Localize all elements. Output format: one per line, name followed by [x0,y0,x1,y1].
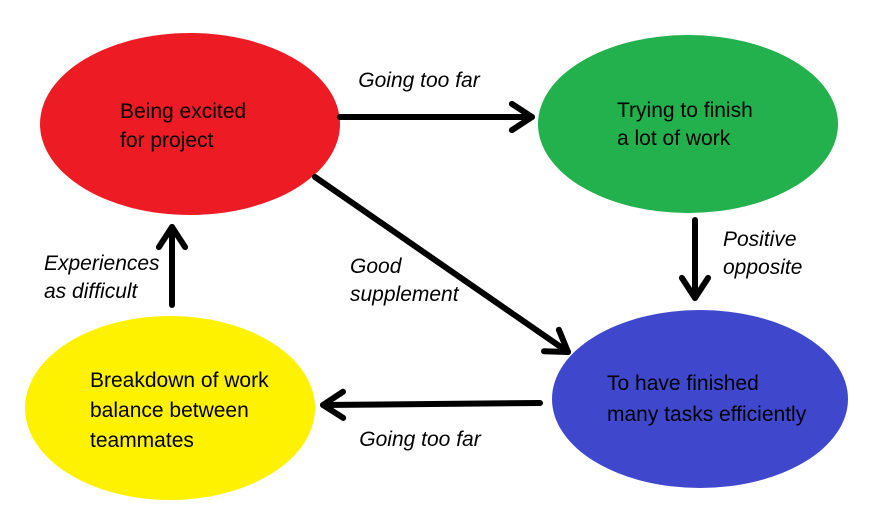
edge-trying-to-finished-arrowhead [678,274,712,301]
edge-trying-to-finished-label-line: Positive [723,228,797,251]
edge-finished-to-breakdown-shaft [320,400,543,408]
node-being-excited-text-line: Being excited [120,100,246,123]
edge-trying-to-finished-label-line: opposite [723,256,802,279]
node-being-excited-shape [40,33,340,215]
edge-excited-to-trying-label-line: Going too far [358,69,480,92]
node-finished-tasks-text-line: To have finished [607,372,759,395]
node-breakdown-of-work-text-line: balance between [90,399,249,422]
node-trying-to-finish-shape [538,35,838,213]
edge-excited-to-finished-shaft [312,174,571,355]
node-trying-to-finish-text-line: a lot of work [617,127,731,150]
node-trying-to-finish-text-line: Trying to finish [617,99,753,122]
edge-finished-to-breakdown-arrowhead [320,388,347,421]
edge-breakdown-to-excited-label-line: Experiences [44,252,160,275]
node-breakdown-of-work-shape [25,316,315,500]
node-breakdown-of-work-text-line: teammates [90,429,194,452]
edge-breakdown-to-excited-arrowhead [155,224,189,251]
node-finished-tasks-text-line: many tasks efficiently [607,403,807,426]
edge-excited-to-finished-arrowhead [541,326,571,355]
edge-excited-to-finished-label-line: Good [350,255,403,278]
node-being-excited-text-line: for project [120,129,214,152]
edge-excited-to-finished-label-line: supplement [350,283,460,306]
node-finished-tasks-shape [552,310,848,488]
edge-finished-to-breakdown-label-line: Going too far [359,428,481,451]
node-breakdown-of-work-text-line: Breakdown of work [90,369,269,392]
edge-breakdown-to-excited-label-line: as difficult [44,280,139,303]
edge-excited-to-trying-arrowhead [508,100,535,134]
